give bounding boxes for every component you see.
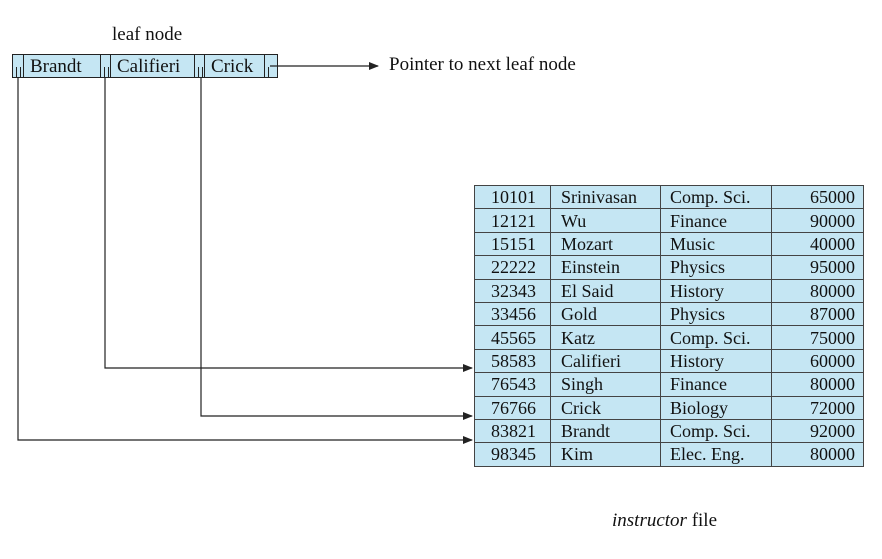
pointer-slot-califieri [100,55,111,77]
dept-cell: Comp. Sci. [660,325,772,350]
name-cell: Einstein [550,255,661,280]
name-cell: Crick [550,395,661,420]
salary-cell: 87000 [771,301,864,327]
id-cell: 76766 [474,395,551,420]
leaf-key-crick: Crick [204,55,264,77]
name-cell: Singh [550,372,661,397]
file-caption-rest: file [686,510,718,531]
name-cell: Srinivasan [550,184,661,210]
name-cell: Katz [550,325,661,350]
name-cell: Califieri [550,348,661,374]
id-cell: 10101 [474,184,551,210]
salary-cell: 80000 [771,278,864,303]
id-cell: 76543 [474,372,551,397]
arrow-califieri [104,78,473,372]
id-cell: 32343 [474,278,551,303]
name-cell: Gold [550,301,661,327]
id-cell: 98345 [474,442,551,467]
salary-cell: 92000 [771,418,864,444]
name-cell: Brandt [550,418,661,444]
salary-cell: 60000 [771,348,864,374]
file-caption-italic: instructor [612,510,687,531]
next-pointer-slot [264,55,278,77]
salary-cell: 95000 [771,255,864,280]
dept-cell: Music [660,231,772,257]
name-cell: Kim [550,442,661,467]
next-pointer-label: Pointer to next leaf node [389,54,576,75]
leaf-node-label: leaf node [112,24,183,45]
leaf-key-brandt: Brandt [23,55,100,77]
id-cell: 45565 [474,325,551,350]
salary-cell: 80000 [771,372,864,397]
pointer-slot-crick [194,55,205,77]
leaf-key-califieri: Califieri [110,55,194,77]
name-cell: El Said [550,278,661,303]
dept-cell: Comp. Sci. [660,418,772,444]
id-cell: 83821 [474,418,551,444]
file-caption: instructor file [612,510,717,532]
salary-cell: 40000 [771,231,864,257]
dept-cell: Physics [660,255,772,280]
dept-cell: History [660,348,772,374]
leaf-node: Brandt Califieri Crick [12,54,278,78]
dept-cell: Elec. Eng. [660,442,772,467]
salary-cell: 72000 [771,395,864,420]
dept-cell: Biology [660,395,772,420]
dept-cell: Comp. Sci. [660,184,772,210]
dept-cell: History [660,278,772,303]
salary-cell: 75000 [771,325,864,350]
salary-cell: 90000 [771,208,864,233]
salary-cell: 80000 [771,442,864,467]
dept-cell: Finance [660,208,772,233]
dept-cell: Physics [660,301,772,327]
pointer-slot-brandt [13,55,23,77]
id-cell: 33456 [474,301,551,327]
id-cell: 58583 [474,348,551,374]
arrow-crick [200,78,473,420]
id-cell: 15151 [474,231,551,257]
id-cell: 22222 [474,255,551,280]
arrow-brandt [17,78,473,444]
